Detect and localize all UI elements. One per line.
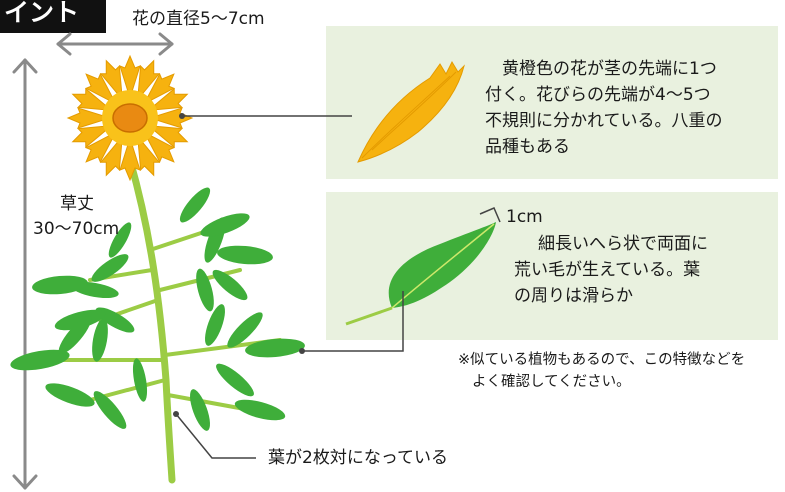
flower-head [67, 55, 193, 181]
leaf-width-label: 1cm [506, 207, 543, 227]
petal-line-3: 不規則に分かれている。八重の [485, 111, 723, 131]
plant-stem [126, 156, 176, 484]
petal-line-4: 品種もある [485, 137, 570, 157]
flower-size-label: 花の直径5〜7cm [132, 9, 265, 29]
petal-line-2: 付く。花びらの先端が4〜5つ [485, 85, 711, 105]
petal-detail [357, 60, 465, 163]
leaf-line-2: 荒い毛が生えている。葉 [514, 260, 701, 280]
similar-plants-note: ※似ている植物もあるので、この特徴などを よく確認してください。 [458, 349, 745, 393]
note-line-1: ※似ている植物もあるので、この特徴などを [458, 352, 746, 368]
leader-lines [173, 113, 404, 459]
opposite-leaves-label: 葉が2枚対になっている [268, 448, 448, 468]
leaf-line-3: の周りは滑らか [514, 286, 633, 306]
petal-line-1: 黄橙色の花が茎の先端に1つ [502, 59, 717, 79]
leaf-description: 細長いへら状で両面に 荒い毛が生えている。葉 の周りは滑らか [514, 231, 708, 309]
section-title-tab: イント [0, 0, 106, 33]
flower-width-arrow [56, 32, 174, 56]
leaf-info-panel [326, 192, 778, 340]
leaf-line-1: 細長いへら状で両面に [538, 234, 708, 254]
plant-height-value: 30〜70cm [33, 219, 120, 239]
note-line-2: よく確認してください。 [472, 374, 631, 390]
height-arrow [12, 58, 38, 490]
petal-description: 黄橙色の花が茎の先端に1つ 付く。花びらの先端が4〜5つ 不規則に分かれている。… [485, 56, 723, 160]
plant-leaves [10, 187, 305, 431]
plant-height-label: 草丈 [60, 194, 94, 214]
leaf-detail [345, 207, 501, 326]
